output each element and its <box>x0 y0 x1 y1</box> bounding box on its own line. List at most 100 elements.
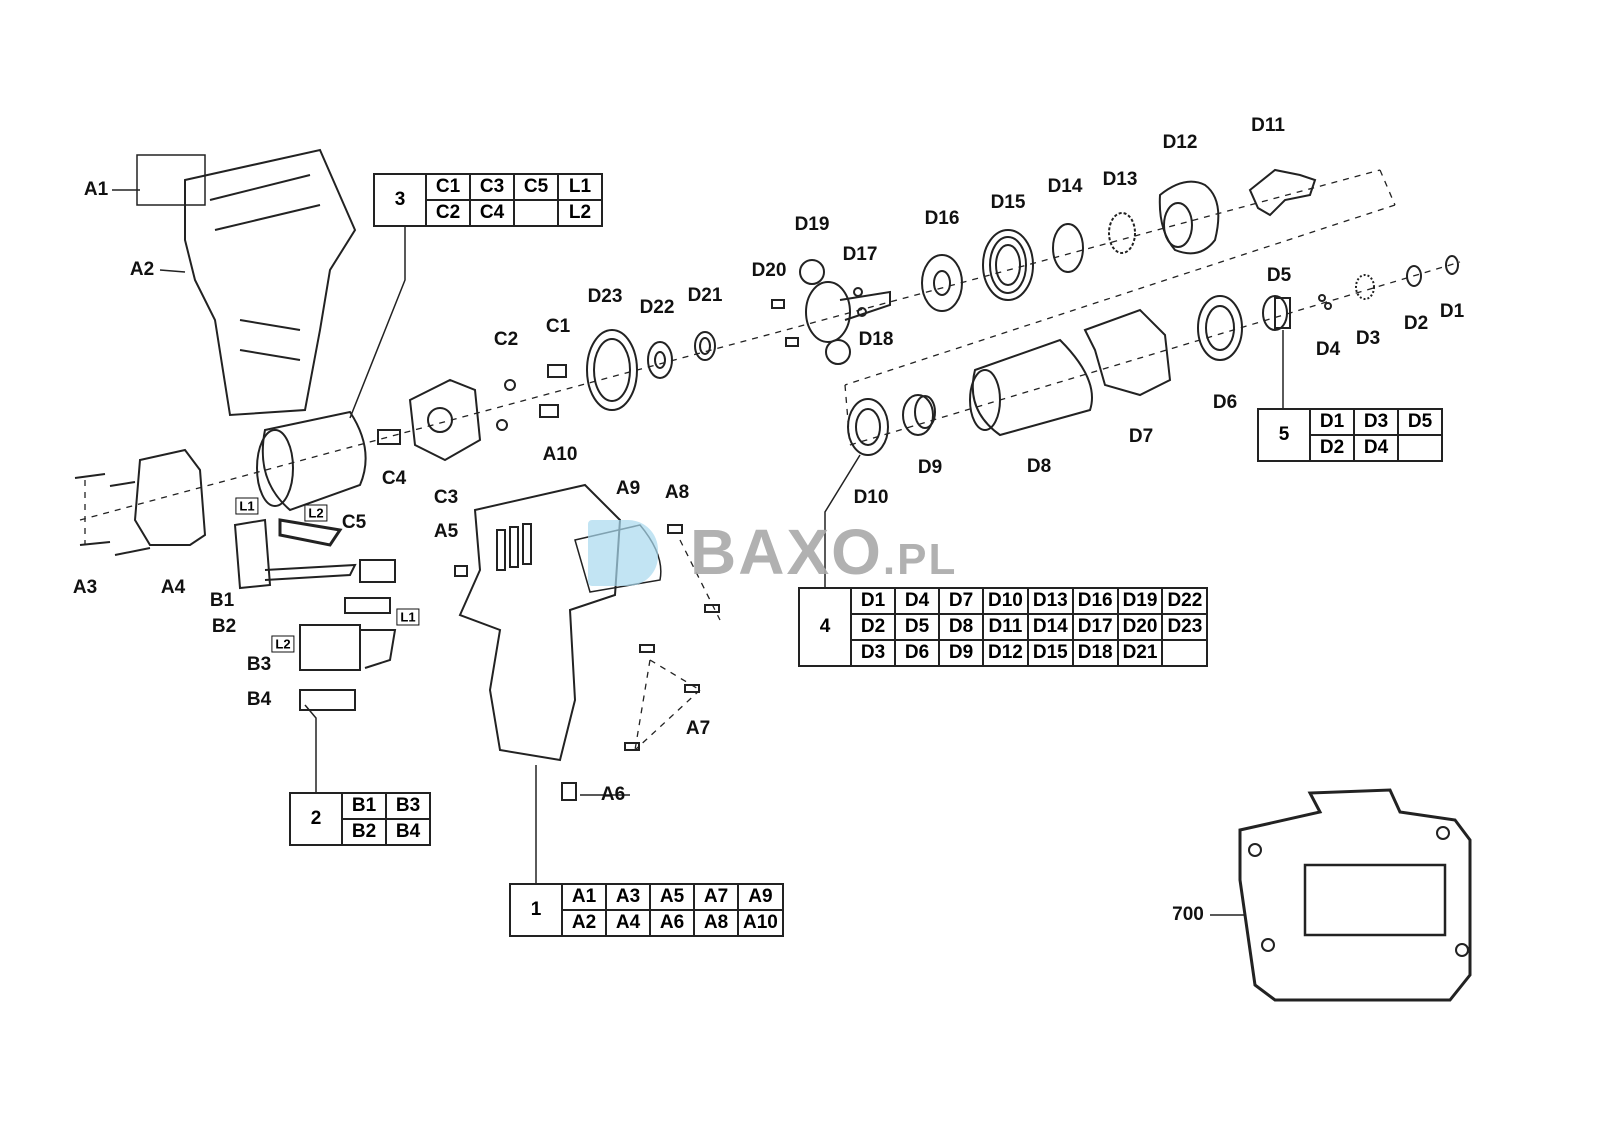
kit-part-cell: D2 <box>850 613 896 641</box>
part-label: D13 <box>1102 169 1138 190</box>
part-label: D20 <box>751 260 787 281</box>
kit-part-cell: D3 <box>1353 408 1399 436</box>
kit-part-cell: C4 <box>469 199 515 227</box>
kit-part-cell: L2 <box>557 199 603 227</box>
part-label: C3 <box>433 487 459 508</box>
kit-part-cell <box>1397 434 1443 462</box>
part-label: B2 <box>211 616 237 637</box>
part-label: A1 <box>83 179 109 200</box>
kit-part-cell: D4 <box>1353 434 1399 462</box>
end-cap <box>74 448 207 556</box>
part-label: A4 <box>160 577 186 598</box>
part-label: D10 <box>853 487 889 508</box>
kit-part-cell: D1 <box>1309 408 1355 436</box>
housing-right-half <box>454 483 720 801</box>
part-label: D23 <box>587 286 623 307</box>
wire-label: L2 <box>271 635 295 653</box>
part-label: D15 <box>990 192 1026 213</box>
motor <box>256 410 367 547</box>
part-label: D6 <box>1212 392 1238 413</box>
kit-part-cell: B2 <box>341 818 387 846</box>
kit-part-cell: D13 <box>1026 587 1074 615</box>
kit-part-cell: D21 <box>1116 639 1164 667</box>
kit-part-cell: A10 <box>737 909 784 937</box>
part-label: D21 <box>687 285 723 306</box>
kit-part-cell: D17 <box>1071 613 1119 641</box>
part-label: D17 <box>842 244 878 265</box>
part-label: 700 <box>1172 904 1204 925</box>
kit-part-cell: A9 <box>737 883 784 911</box>
kit-part-cell: D20 <box>1116 613 1164 641</box>
switch-parts <box>233 518 397 711</box>
part-label: D12 <box>1162 132 1198 153</box>
kit-part-cell: D22 <box>1161 587 1209 615</box>
planet-carrier <box>771 259 891 365</box>
kit-part-cell: B4 <box>385 818 431 846</box>
part-label: A10 <box>542 444 578 465</box>
part-label: C2 <box>493 329 519 350</box>
part-label: D16 <box>924 208 960 229</box>
part-label: A3 <box>72 577 98 598</box>
kit-part-cell: L1 <box>557 173 603 201</box>
part-label: D14 <box>1047 176 1083 197</box>
kit-part-cell: B3 <box>385 792 431 820</box>
kit-part-cell: A2 <box>561 909 607 937</box>
kit-part-cell: A3 <box>605 883 651 911</box>
kit-part-cell: D23 <box>1161 613 1209 641</box>
part-label: A5 <box>433 521 459 542</box>
kit-part-cell: D12 <box>982 639 1029 667</box>
gear-housing-parts <box>847 255 1459 456</box>
kit-part-cell: D16 <box>1071 587 1119 615</box>
kit-part-cell: D18 <box>1071 639 1119 667</box>
kit-part-cell <box>513 199 559 227</box>
kit-part-cell: D19 <box>1116 587 1164 615</box>
kit-part-cell: D7 <box>938 587 984 615</box>
part-label: D7 <box>1128 426 1154 447</box>
part-label: D22 <box>639 297 675 318</box>
part-label: A9 <box>615 478 641 499</box>
kit-number: 1 <box>509 883 563 937</box>
motor-mount-parts <box>377 364 567 462</box>
part-label: D11 <box>1251 115 1285 136</box>
kit-part-cell: D5 <box>894 613 940 641</box>
kit-part-cell: D6 <box>894 639 940 667</box>
kit-part-cell: C1 <box>425 173 471 201</box>
part-label: C4 <box>381 468 407 489</box>
part-label: D5 <box>1266 265 1292 286</box>
kit-part-cell: A1 <box>561 883 607 911</box>
kit-part-cell: C3 <box>469 173 515 201</box>
leader-lines <box>112 189 1284 916</box>
wire-label: L1 <box>235 497 259 515</box>
kit-part-cell <box>1161 639 1209 667</box>
part-label: B3 <box>246 654 272 675</box>
wire-label: L2 <box>304 504 328 522</box>
kit-number: 5 <box>1257 408 1311 462</box>
part-label: B1 <box>209 590 235 611</box>
kit-part-cell: D10 <box>982 587 1029 615</box>
kit-part-cell: D15 <box>1026 639 1074 667</box>
kit-number: 2 <box>289 792 343 846</box>
part-label: D9 <box>917 457 943 478</box>
part-label: A7 <box>685 718 711 739</box>
wire-label: L1 <box>396 608 420 626</box>
part-label: D18 <box>858 329 894 350</box>
housing-left-half <box>136 148 357 417</box>
part-label: C5 <box>341 512 367 533</box>
part-label: D19 <box>794 214 830 235</box>
watermark-logo-mark <box>588 520 658 586</box>
kit-part-cell: A6 <box>649 909 695 937</box>
kit-number: 3 <box>373 173 427 227</box>
part-label: A6 <box>600 784 626 805</box>
kit-part-cell: D14 <box>1026 613 1074 641</box>
ring-gear-parts <box>586 329 716 411</box>
